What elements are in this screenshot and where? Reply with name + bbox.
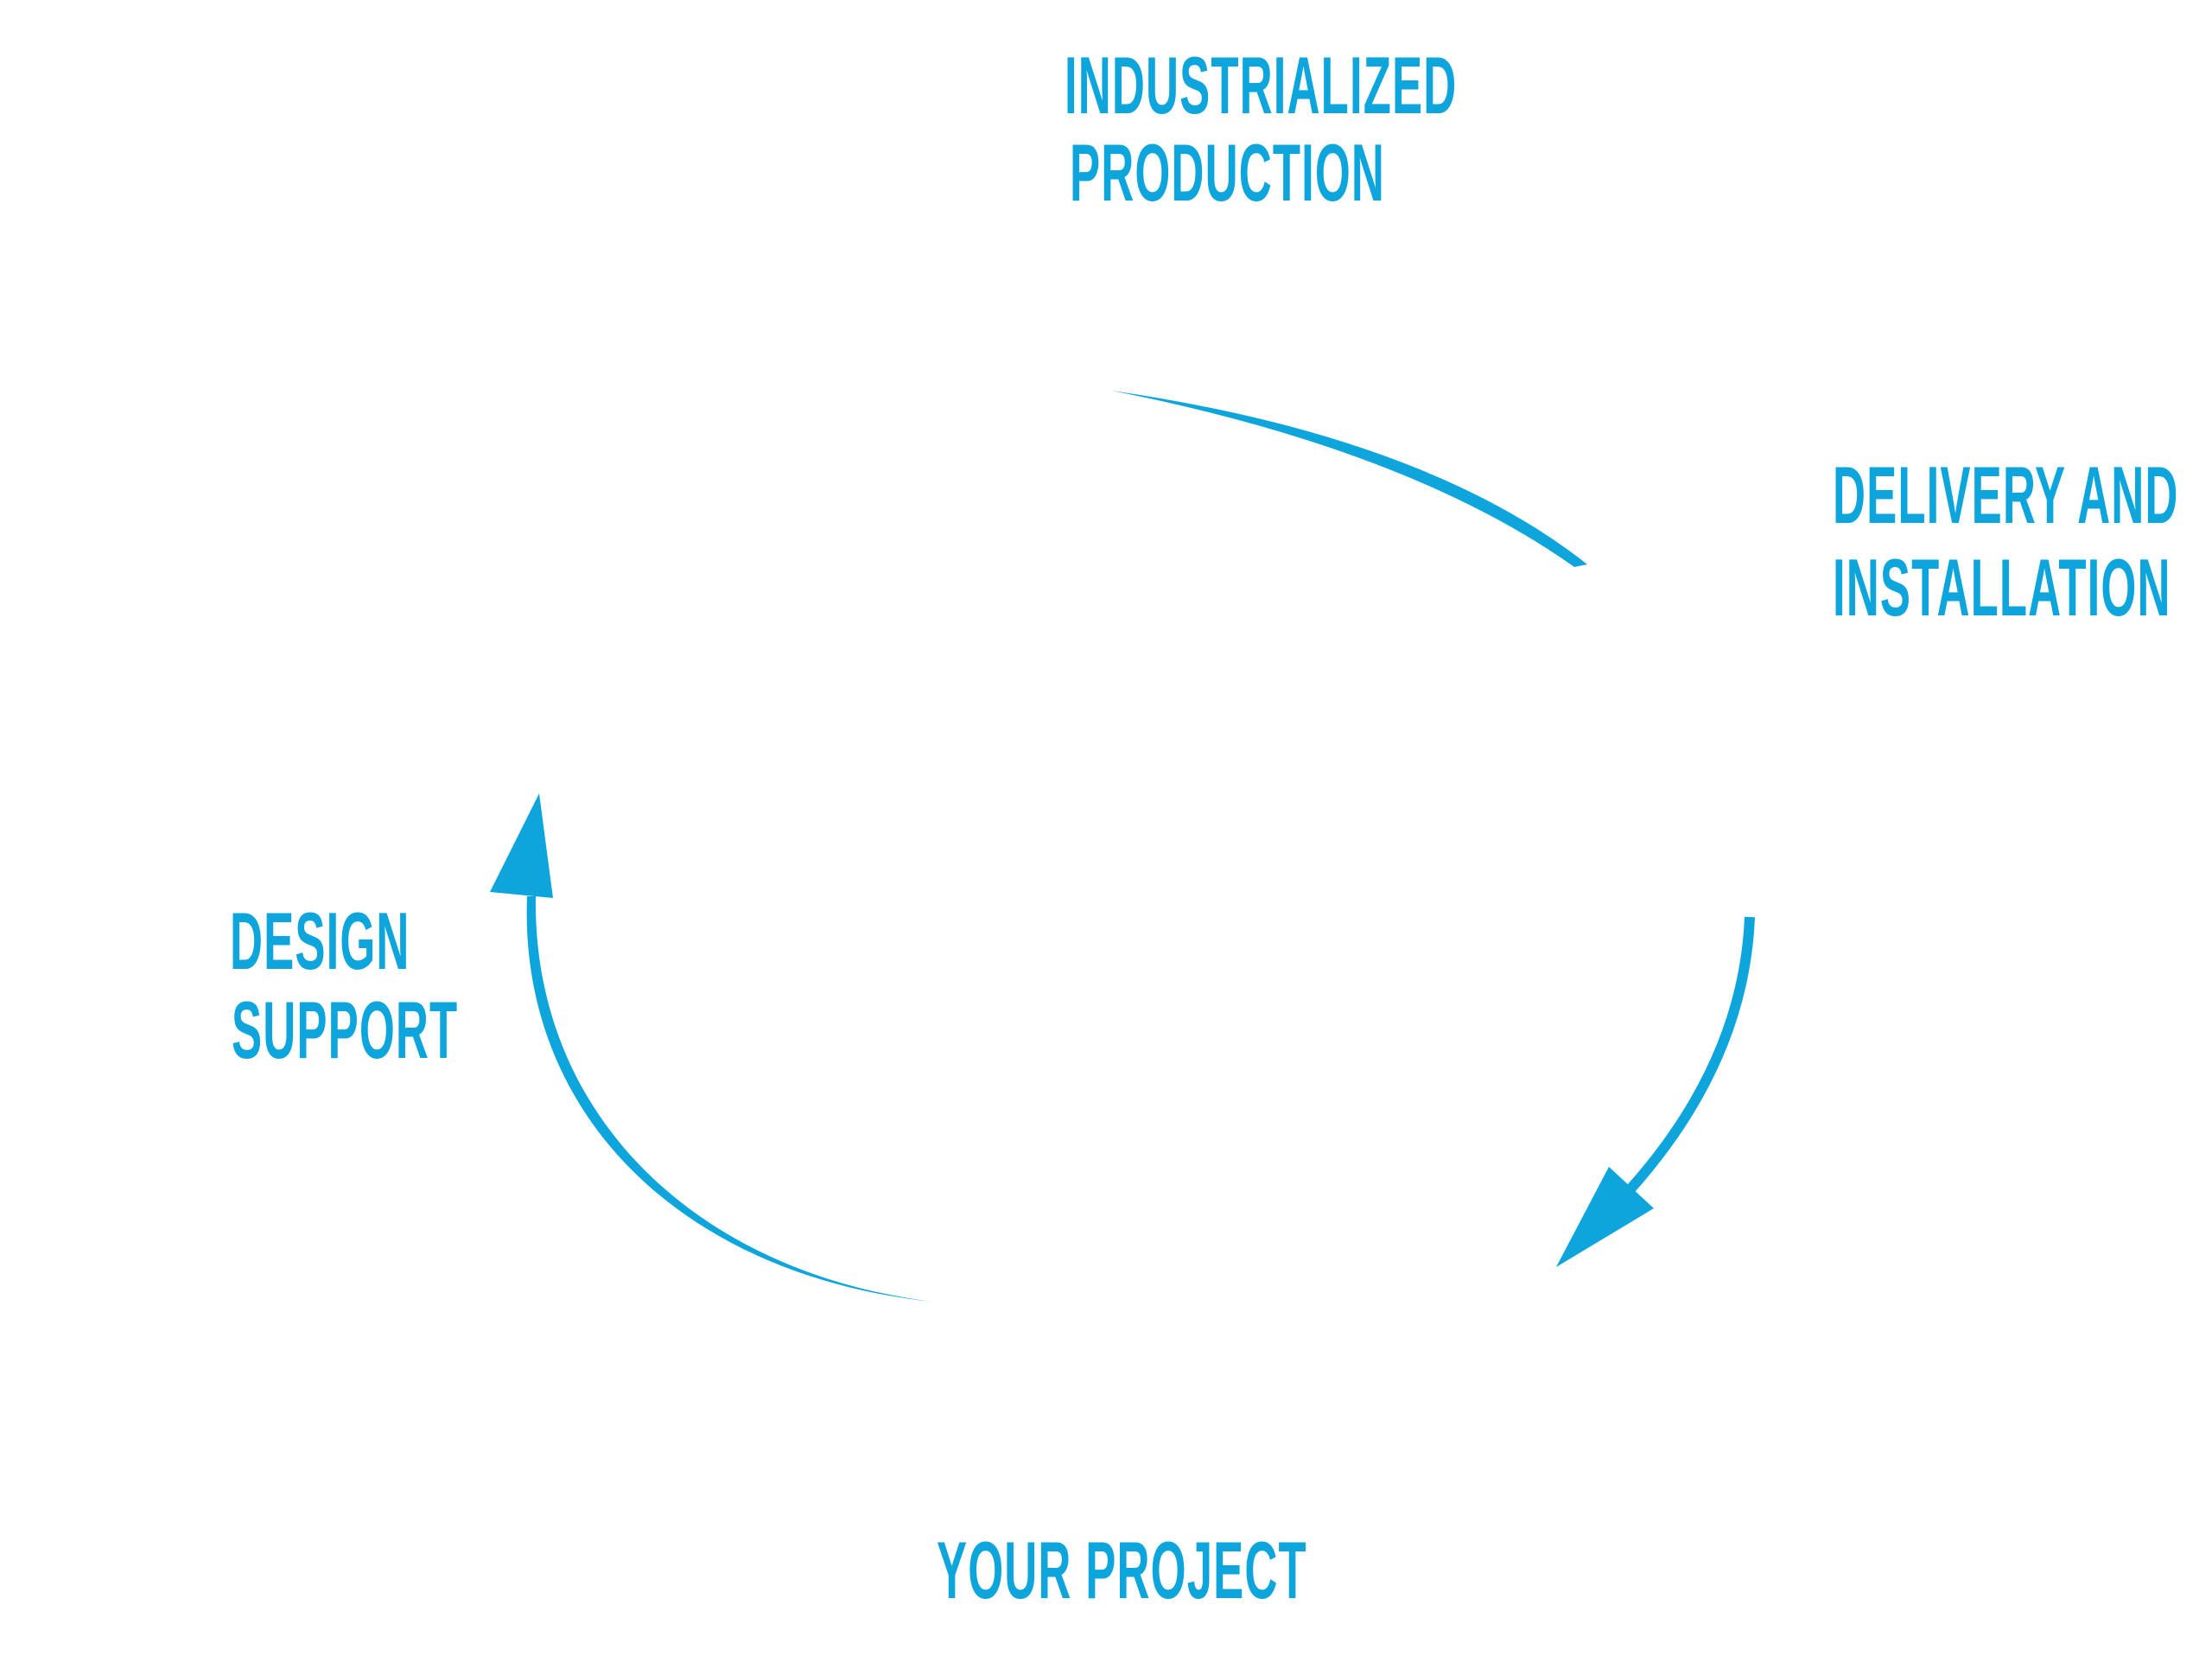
arrow-project-to-design — [526, 896, 931, 1302]
step-number: 4. — [1741, 439, 1789, 545]
step-label-line: DESIGN — [230, 895, 410, 986]
factory-robot-arm-icon — [626, 298, 1084, 575]
arrow-production-to-delivery — [1112, 391, 1587, 567]
step-label-line: YOUR PROJECT — [937, 1525, 1307, 1615]
step-label-line: SUPPORT — [232, 984, 459, 1075]
step-number: 3. — [976, 29, 1025, 135]
building-and-worker-icon — [1084, 990, 1456, 1482]
step-label-line: INSTALLATION — [1833, 542, 2171, 633]
step-label-line: INDUSTRIALIZED — [1065, 40, 1458, 131]
step-number: 2. — [141, 877, 189, 984]
arrowhead-project — [1556, 1167, 1654, 1267]
design-monitor-icon — [350, 462, 747, 851]
arrow-delivery-to-project — [1624, 916, 1755, 1195]
step-number: 1. — [873, 1506, 921, 1613]
step-label-line: PRODUCTION — [1070, 127, 1386, 218]
delivery-crane-icon — [1508, 557, 1845, 912]
step-label-line: DELIVERY AND — [1833, 449, 2179, 540]
arrowhead-design — [490, 793, 553, 898]
